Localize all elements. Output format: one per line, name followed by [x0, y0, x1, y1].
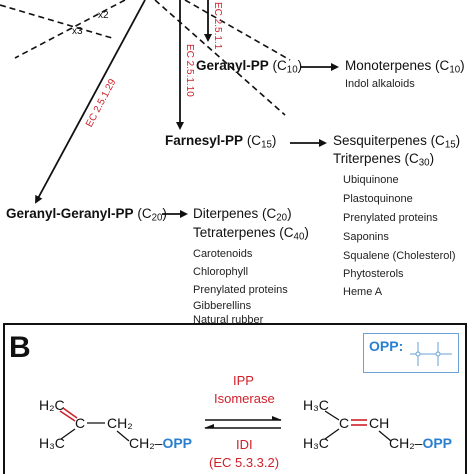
ggpp-carbon: (C	[137, 206, 152, 221]
sesquiterpenes-label: Sesquiterpenes (C15)	[333, 133, 460, 150]
enzyme-name-line1: IPP	[233, 373, 254, 388]
farnesyl-pp-label: Farnesyl-PP (C15)	[165, 133, 276, 150]
sesquiterpenes-title: Sesquiterpenes (C	[333, 133, 445, 148]
tetraterpenes-title: Tetraterpenes (C	[193, 225, 294, 240]
opp-structure-box: OPP:	[363, 333, 459, 373]
tetraterpene-item: Chlorophyll	[193, 266, 249, 278]
diterpenes-n: 20	[276, 212, 288, 224]
dmapp-h3c-bottom: H₃C	[303, 435, 329, 451]
ipp-tail: CH₂–OPP	[129, 435, 192, 451]
pathway-arrows	[0, 0, 339, 218]
tetraterpene-item: Carotenoids	[193, 248, 253, 260]
dashed-line-2	[14, 0, 126, 59]
ggpp-close: )	[162, 206, 167, 221]
tetraterpene-item: Prenylated proteins	[193, 284, 288, 296]
diphosphate-structure-icon	[410, 342, 452, 366]
farnesyl-pp-carbon: (C	[246, 133, 262, 148]
dashed-line-3	[154, 0, 286, 116]
monoterpenes-title: Monoterpenes (C	[345, 58, 450, 73]
geranyl-pp-name: Geranyl-PP	[196, 58, 269, 73]
dmapp-ch: CH	[369, 415, 390, 431]
triterpene-item: Saponins	[343, 231, 389, 243]
tetraterpenes-label: Tetraterpenes (C40)	[193, 225, 309, 242]
triterpenes-n: 30	[418, 157, 430, 169]
ggpp-carbon-n: 20	[151, 212, 163, 224]
diterpenes-label: Diterpenes (C20)	[193, 206, 292, 223]
enzyme-name-line2: Isomerase	[214, 391, 275, 406]
enzyme-abbreviation: IDI	[236, 437, 253, 452]
ec-label-gpps: EC 2.5.1.1	[212, 2, 223, 50]
dmapp-opp: OPP	[422, 435, 453, 451]
tetraterpene-item: Gibberellins	[193, 300, 252, 312]
dmapp-bonds	[324, 410, 392, 442]
geranyl-pp-close: )	[297, 58, 303, 73]
diterpenes-title: Diterpenes (C	[193, 206, 277, 221]
geranyl-pp-carbon: (C	[272, 58, 287, 73]
equilibrium-arrows	[204, 416, 282, 429]
ggpp-name: Geranyl-Geranyl-PP	[6, 206, 134, 221]
enzyme-ec-number: (EC 5.3.3.2)	[209, 455, 280, 470]
dashed-line-1	[0, 4, 113, 39]
triterpenes-label: Triterpenes (C30)	[333, 151, 434, 168]
geranyl-pp-label: Geranyl-PP (C10)	[196, 58, 302, 75]
ggpp-label: Geranyl-Geranyl-PP (C20)	[6, 206, 167, 223]
triterpenes-title: Triterpenes (C	[333, 151, 419, 166]
farnesyl-pp-name: Farnesyl-PP	[165, 133, 244, 148]
sesquiterpenes-close: )	[455, 133, 461, 148]
monoterpene-item: Indol alkaloids	[345, 78, 415, 90]
tetraterpenes-n: 40	[293, 231, 305, 243]
triterpene-item: Squalene (Cholesterol)	[343, 250, 456, 262]
triterpene-item: Phytosterols	[343, 268, 404, 280]
multiplier-x2: x2	[98, 10, 109, 21]
ipp-h3c: H₃C	[39, 435, 65, 451]
ipp-ch2: CH₂	[107, 415, 133, 431]
monoterpenes-close: )	[460, 58, 465, 73]
ipp-opp: OPP	[162, 435, 193, 451]
dmapp-ch2-tail: CH₂–	[389, 435, 423, 451]
triterpenes-close: )	[429, 151, 435, 166]
arrow-to-ggpp	[35, 0, 146, 204]
dmapp-c: C	[339, 415, 350, 431]
opp-label: OPP:	[369, 338, 404, 354]
dmapp-h3c-top: H₃C	[303, 397, 329, 413]
ipp-bonds	[59, 407, 130, 442]
triterpene-item: Plastoquinone	[343, 193, 413, 205]
farnesyl-pp-carbon-n: 15	[261, 139, 272, 151]
monoterpenes-n: 10	[449, 64, 461, 76]
triterpene-item: Ubiquinone	[343, 174, 399, 186]
ipp-h2c: H₂C	[39, 397, 65, 413]
ipp-c: C	[75, 415, 86, 431]
monoterpenes-label: Monoterpenes (C10)	[345, 58, 465, 75]
multiplier-x3: x3	[72, 26, 83, 37]
geranyl-pp-carbon-n: 10	[286, 64, 298, 76]
panel-b: B OPP: H₂C C CH₂ H₃C CH₂–OPP	[3, 323, 467, 474]
ec-label-fpps: EC 2.5.1.10	[184, 44, 195, 97]
dashed-line-4	[184, 0, 291, 61]
sesquiterpenes-n: 15	[444, 139, 456, 151]
panel-b-label: B	[9, 331, 31, 364]
dmapp-tail: CH₂–OPP	[389, 435, 452, 451]
triterpene-item: Heme A	[343, 286, 383, 298]
tetraterpenes-close: )	[304, 225, 309, 240]
farnesyl-pp-close: )	[271, 133, 277, 148]
ipp-ch2-tail: CH₂–	[129, 435, 163, 451]
triterpene-item: Prenylated proteins	[343, 212, 438, 224]
diterpenes-close: )	[287, 206, 292, 221]
